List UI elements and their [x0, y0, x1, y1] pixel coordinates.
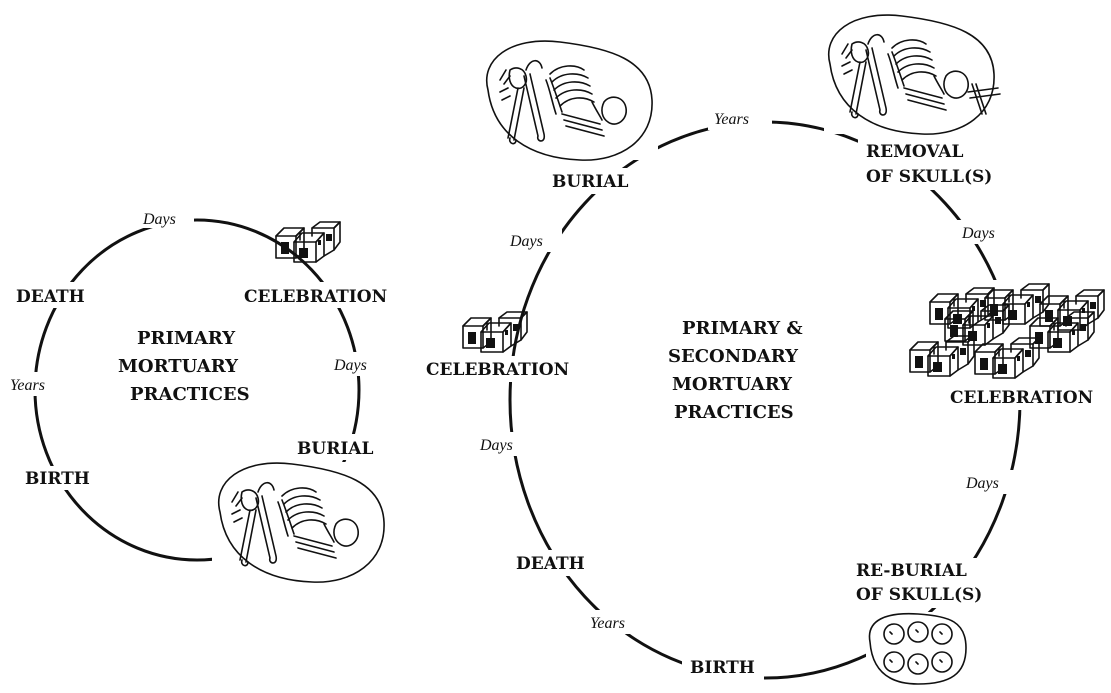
primary-burial-label: BURIAL: [297, 439, 373, 459]
removal-label-line-2: OF SKULL(S): [866, 167, 992, 187]
celebration-houses-icon: [276, 222, 340, 262]
reburial-label-line-2: OF SKULL(S): [856, 585, 982, 605]
burial-pit-icon: [212, 462, 392, 587]
primary-cycle: Days DEATH CELEBRATION Days Years BURIAL…: [6, 206, 404, 587]
primary-death-label: DEATH: [16, 287, 85, 307]
primary-interval-left: Years: [10, 377, 45, 394]
secondary-birth-label: BIRTH: [690, 658, 755, 678]
secondary-interval-bottom: Years: [590, 615, 625, 632]
primary-title-line-1: PRIMARY: [137, 328, 236, 349]
secondary-interval-lower-right: Days: [965, 475, 999, 492]
secondary-interval-top: Years: [714, 111, 749, 128]
secondary-death-label: DEATH: [516, 554, 585, 574]
secondary-burial-label: BURIAL: [552, 172, 628, 192]
primary-title-line-3: PRACTICES: [130, 384, 250, 405]
secondary-celebration-right-label: CELEBRATION: [950, 388, 1093, 408]
removal-label-line-1: REMOVAL: [866, 142, 963, 162]
secondary-burial-pit-icon: [482, 41, 658, 160]
secondary-title-line-2: SECONDARY: [668, 346, 799, 367]
skull-reburial-pit-icon: [866, 612, 970, 688]
secondary-interval-lower-left: Days: [479, 437, 513, 454]
primary-celebration-label: CELEBRATION: [244, 287, 387, 307]
skull-removal-pit-icon: [824, 15, 1000, 134]
secondary-interval-upper-left: Days: [509, 233, 543, 250]
secondary-title-line-4: PRACTICES: [674, 402, 794, 423]
secondary-title-line-3: MORTUARY: [672, 374, 793, 395]
secondary-interval-upper-right: Days: [961, 225, 995, 242]
secondary-cycle: Years BURIAL REMOVAL OF SKULL(S) Days Da…: [422, 15, 1111, 688]
secondary-title-line-1: PRIMARY &: [682, 318, 803, 339]
primary-interval-top: Days: [142, 211, 176, 228]
reburial-label-line-1: RE-BURIAL: [856, 561, 967, 581]
primary-birth-label: BIRTH: [25, 469, 90, 489]
large-celebration-houses-icon: [906, 280, 1111, 390]
primary-title-line-2: MORTUARY: [118, 356, 239, 377]
primary-interval-right: Days: [333, 357, 367, 374]
secondary-celebration-left-label: CELEBRATION: [426, 360, 569, 380]
